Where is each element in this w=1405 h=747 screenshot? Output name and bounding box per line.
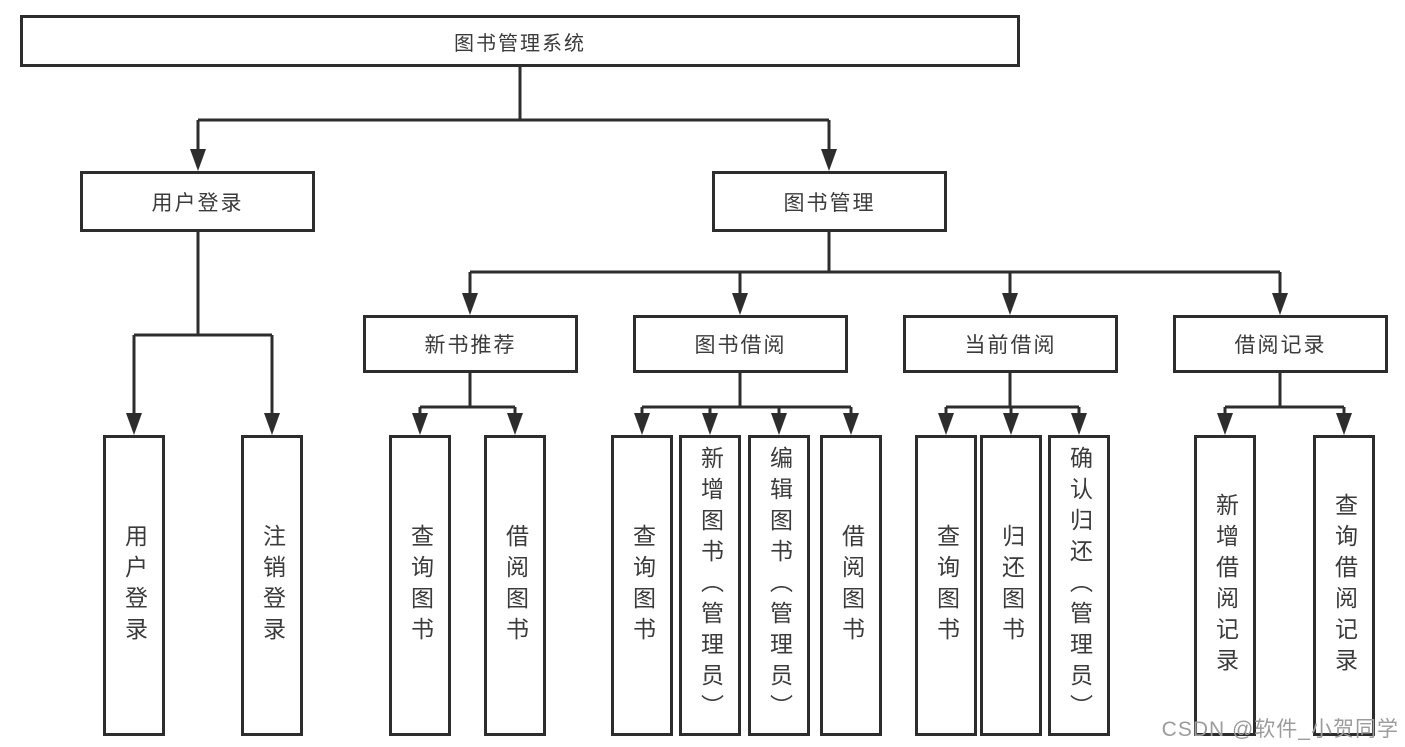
- csdn-watermark: CSDN @软件_小贺同学: [1161, 718, 1399, 741]
- node-current-borrow-label: 当前借阅: [964, 334, 1057, 357]
- node-leaf-return-book: 归还图书: [980, 435, 1042, 736]
- node-leaf-logout-label: 注销登录: [259, 523, 286, 648]
- node-borrow-records: 借阅记录: [1173, 315, 1388, 373]
- arrowheads: [126, 149, 1352, 435]
- node-leaf-query-borrow-record-label: 查询借阅记录: [1331, 492, 1358, 679]
- node-leaf-user-login-label: 用户登录: [121, 523, 148, 648]
- node-leaf-edit-book-admin: 编辑图书（管理员）: [748, 435, 810, 736]
- node-leaf-confirm-return-admin-label: 确认归还（管理员）: [1066, 446, 1093, 725]
- node-book-management: 图书管理: [712, 171, 947, 232]
- node-borrow-records-label: 借阅记录: [1234, 334, 1327, 357]
- node-leaf-add-book-admin-label: 新增图书（管理员）: [697, 446, 724, 725]
- node-leaf-query-borrow-record: 查询借阅记录: [1313, 435, 1375, 736]
- node-new-book-recommend-label: 新书推荐: [424, 334, 517, 357]
- node-leaf-edit-book-admin-label: 编辑图书（管理员）: [766, 446, 793, 725]
- node-leaf-return-book-label: 归还图书: [998, 523, 1025, 648]
- node-leaf-query-book-borrow: 查询图书: [611, 435, 673, 736]
- node-leaf-add-borrow-record: 新增借阅记录: [1194, 435, 1256, 736]
- node-leaf-query-book-recommend: 查询图书: [389, 435, 451, 736]
- node-leaf-query-book-borrow-label: 查询图书: [629, 523, 656, 648]
- node-leaf-query-book-current-label: 查询图书: [933, 523, 960, 648]
- node-book-borrow: 图书借阅: [633, 315, 848, 373]
- node-leaf-query-book-recommend-label: 查询图书: [407, 523, 434, 648]
- node-leaf-borrow-book-recommend-label: 借阅图书: [502, 523, 529, 648]
- node-root: 图书管理系统: [20, 15, 1020, 67]
- node-leaf-user-login: 用户登录: [103, 435, 165, 736]
- node-user-login: 用户登录: [80, 171, 315, 232]
- node-book-borrow-label: 图书借阅: [694, 334, 787, 357]
- node-root-label: 图书管理系统: [454, 32, 586, 55]
- node-leaf-borrow-book-borrow: 借阅图书: [820, 435, 882, 736]
- node-leaf-borrow-book-recommend: 借阅图书: [484, 435, 546, 736]
- node-leaf-confirm-return-admin: 确认归还（管理员）: [1048, 435, 1110, 736]
- node-leaf-add-book-admin: 新增图书（管理员）: [679, 435, 741, 736]
- node-book-management-label: 图书管理: [783, 191, 876, 215]
- node-new-book-recommend: 新书推荐: [363, 315, 578, 373]
- node-leaf-add-borrow-record-label: 新增借阅记录: [1212, 492, 1239, 679]
- node-leaf-borrow-book-borrow-label: 借阅图书: [838, 523, 865, 648]
- node-user-login-label: 用户登录: [151, 191, 244, 215]
- node-leaf-query-book-current: 查询图书: [915, 435, 977, 736]
- node-current-borrow: 当前借阅: [903, 315, 1118, 373]
- node-leaf-logout: 注销登录: [241, 435, 303, 736]
